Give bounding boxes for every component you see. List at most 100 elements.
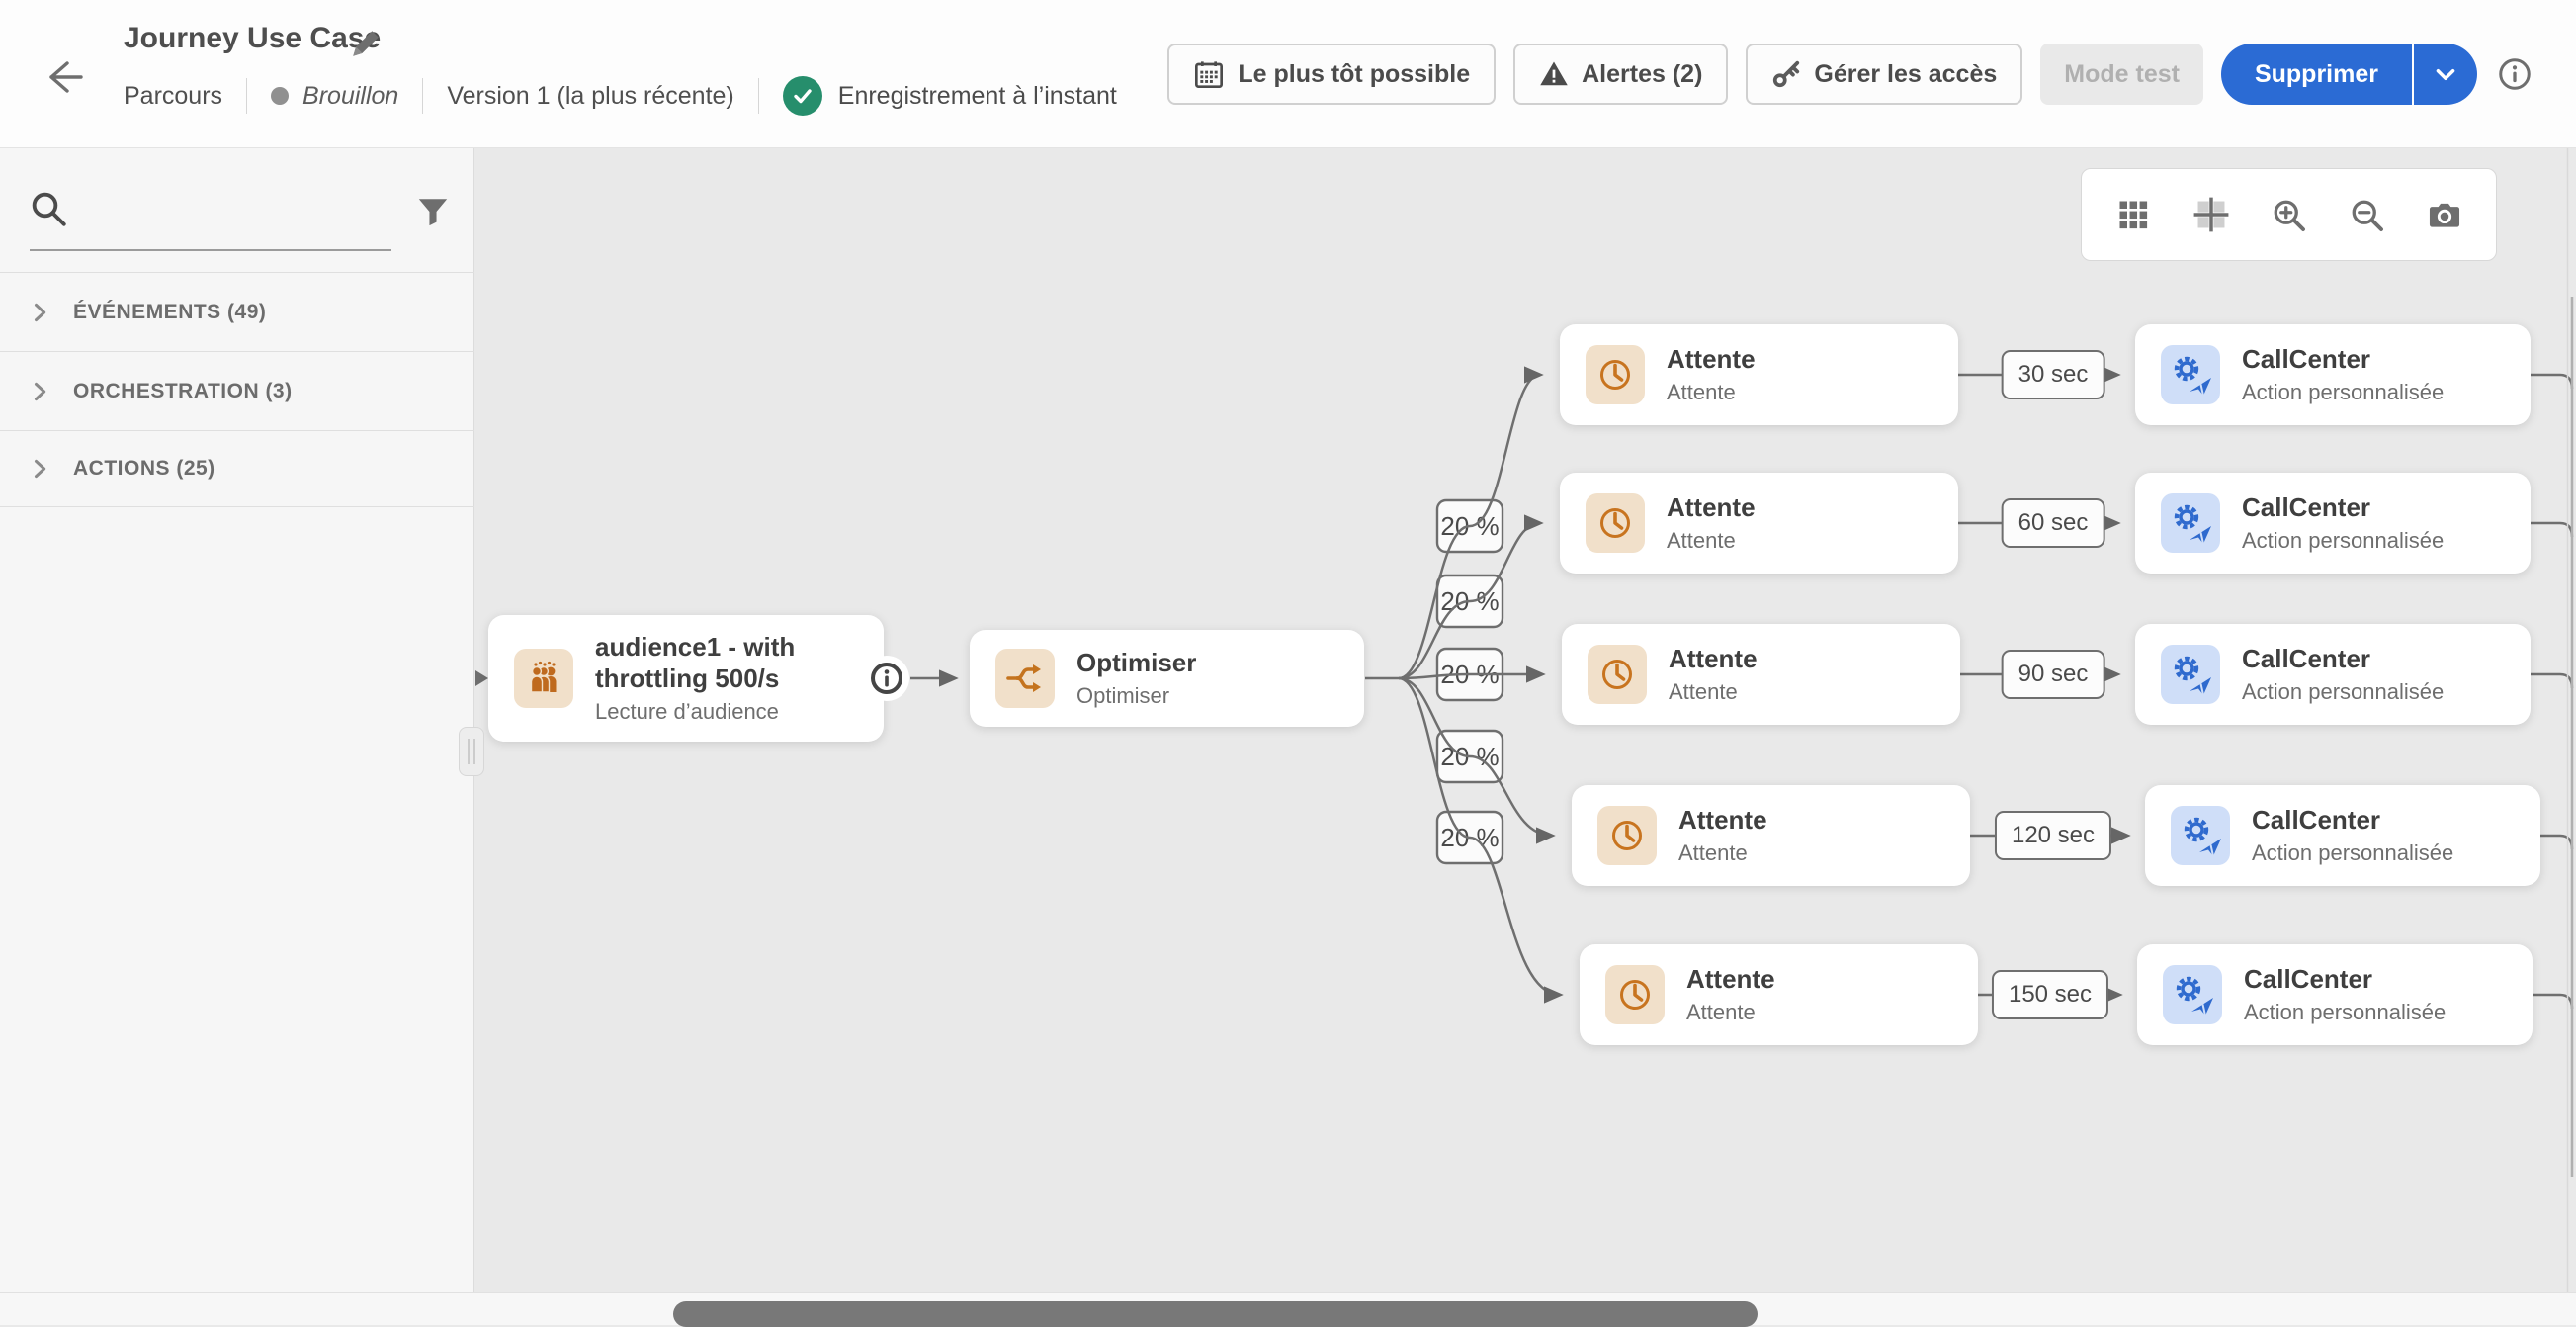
duration-label[interactable]: 30 sec xyxy=(2001,350,2105,399)
node-subtitle: Attente xyxy=(1667,380,1736,405)
duration-label[interactable]: 150 sec xyxy=(1991,970,2109,1019)
node-title: CallCenter xyxy=(2252,804,2381,835)
alerts-button-label: Alertes (2) xyxy=(1582,59,1703,88)
node-title: Attente xyxy=(1667,343,1756,374)
grid-icon xyxy=(2119,201,2147,229)
camera-icon xyxy=(2430,203,2460,227)
node-title: CallCenter xyxy=(2244,963,2373,994)
clock-icon xyxy=(1586,493,1645,553)
zoom-in-icon xyxy=(2275,200,2306,231)
node-subtitle: Lecture d’audience xyxy=(595,698,779,724)
node-subtitle: Action personnalisée xyxy=(2242,528,2445,554)
status-badge: Brouillon xyxy=(271,82,398,111)
primary-split-button: Supprimer xyxy=(2220,44,2477,105)
version-label[interactable]: Version 1 (la plus récente) xyxy=(447,81,734,110)
node-title: Attente xyxy=(1678,804,1767,835)
divider xyxy=(246,78,248,114)
node-title: Attente xyxy=(1669,643,1758,673)
test-mode-button[interactable]: Mode test xyxy=(2040,44,2203,105)
node-info-badge[interactable] xyxy=(864,656,909,701)
clock-icon xyxy=(1605,965,1665,1024)
check-circle-icon xyxy=(782,76,822,116)
breadcrumb: Parcours Brouillon Version 1 (la plus ré… xyxy=(124,75,1117,117)
entry-arrow-icon xyxy=(475,670,488,686)
node-optimizer[interactable]: Optimiser Optimiser xyxy=(970,630,1364,727)
node-audience-read[interactable]: audience1 - with throttling 500/s Lectur… xyxy=(488,615,884,742)
duration-label[interactable]: 120 sec xyxy=(1994,811,2112,860)
node-title: CallCenter xyxy=(2242,343,2371,374)
sidebar-section-label: ORCHESTRATION (3) xyxy=(73,379,293,402)
nav-parcours-link[interactable]: Parcours xyxy=(124,81,223,110)
screenshot-button[interactable] xyxy=(2418,188,2471,241)
status-label: Brouillon xyxy=(302,81,399,110)
journey-canvas[interactable]: 20 % 20 % 20 % 20 % 20 % xyxy=(474,148,2576,1292)
clock-icon xyxy=(1597,806,1657,865)
pencil-icon xyxy=(353,31,379,56)
chevron-right-icon xyxy=(26,455,53,483)
filter-button[interactable] xyxy=(407,186,459,237)
node-title: audience1 - with throttling 500/s xyxy=(595,632,796,693)
node-subtitle: Action personnalisée xyxy=(2252,840,2454,866)
node-subtitle: Attente xyxy=(1686,1000,1756,1025)
zoom-in-button[interactable] xyxy=(2262,188,2315,241)
info-icon xyxy=(2499,58,2531,90)
divider xyxy=(2412,44,2414,105)
custom-action-icon xyxy=(2161,493,2220,553)
autosave-label: Enregistrement à l’instant xyxy=(837,81,1117,110)
node-title: Optimiser xyxy=(1076,647,1197,677)
delete-button[interactable]: Supprimer xyxy=(2220,44,2412,105)
node-subtitle: Attente xyxy=(1678,840,1748,866)
chevron-right-icon xyxy=(26,299,53,326)
sidebar-section-label: ÉVÉNEMENTS (49) xyxy=(73,300,267,323)
duration-label[interactable]: 60 sec xyxy=(2001,498,2105,548)
node-subtitle: Attente xyxy=(1667,528,1736,554)
sidebar-section-actions[interactable]: ACTIONS (25) xyxy=(0,430,474,506)
help-info-button[interactable] xyxy=(2495,54,2534,94)
alert-triangle-icon xyxy=(1540,61,1568,86)
fit-to-view-button[interactable] xyxy=(2185,188,2238,241)
sidebar-section-orchestration[interactable]: ORCHESTRATION (3) xyxy=(0,351,474,430)
delete-more-options-button[interactable] xyxy=(2414,44,2477,105)
node-subtitle: Action personnalisée xyxy=(2242,679,2445,705)
filter-funnel-icon xyxy=(418,199,448,226)
sidebar-section-label: ACTIONS (25) xyxy=(73,457,215,480)
grid-view-button[interactable] xyxy=(2106,188,2160,241)
test-mode-label: Mode test xyxy=(2064,59,2180,88)
edit-title-button[interactable] xyxy=(346,24,386,63)
search-input[interactable] xyxy=(30,208,391,251)
divider xyxy=(422,78,424,114)
sidebar-section-events[interactable]: ÉVÉNEMENTS (49) xyxy=(0,272,474,351)
schedule-button[interactable]: Le plus tôt possible xyxy=(1167,44,1497,105)
node-subtitle: Optimiser xyxy=(1076,683,1170,709)
node-subtitle: Action personnalisée xyxy=(2244,1000,2447,1025)
clock-icon xyxy=(1586,345,1645,404)
sidebar-resize-handle[interactable] xyxy=(459,727,484,776)
schedule-button-label: Le plus tôt possible xyxy=(1238,59,1471,88)
info-icon xyxy=(871,663,902,694)
node-subtitle: Attente xyxy=(1669,679,1738,705)
zoom-out-button[interactable] xyxy=(2340,188,2393,241)
key-icon xyxy=(1773,60,1800,88)
app-header: Journey Use Case Parcours Brouillon Vers… xyxy=(0,0,2576,148)
alerts-button[interactable]: Alertes (2) xyxy=(1513,44,1729,105)
calendar-icon xyxy=(1195,61,1224,88)
zoom-out-icon xyxy=(2352,200,2384,231)
manage-access-label: Gérer les accès xyxy=(1814,59,1998,88)
duration-label[interactable]: 90 sec xyxy=(2001,650,2105,699)
back-button[interactable] xyxy=(38,53,85,101)
node-title: Attente xyxy=(1686,963,1775,994)
autosave-status: Enregistrement à l’instant xyxy=(782,76,1117,116)
node-title: CallCenter xyxy=(2242,643,2371,673)
horizontal-scrollbar[interactable] xyxy=(673,1301,1758,1327)
manage-access-button[interactable]: Gérer les accès xyxy=(1746,44,2023,105)
